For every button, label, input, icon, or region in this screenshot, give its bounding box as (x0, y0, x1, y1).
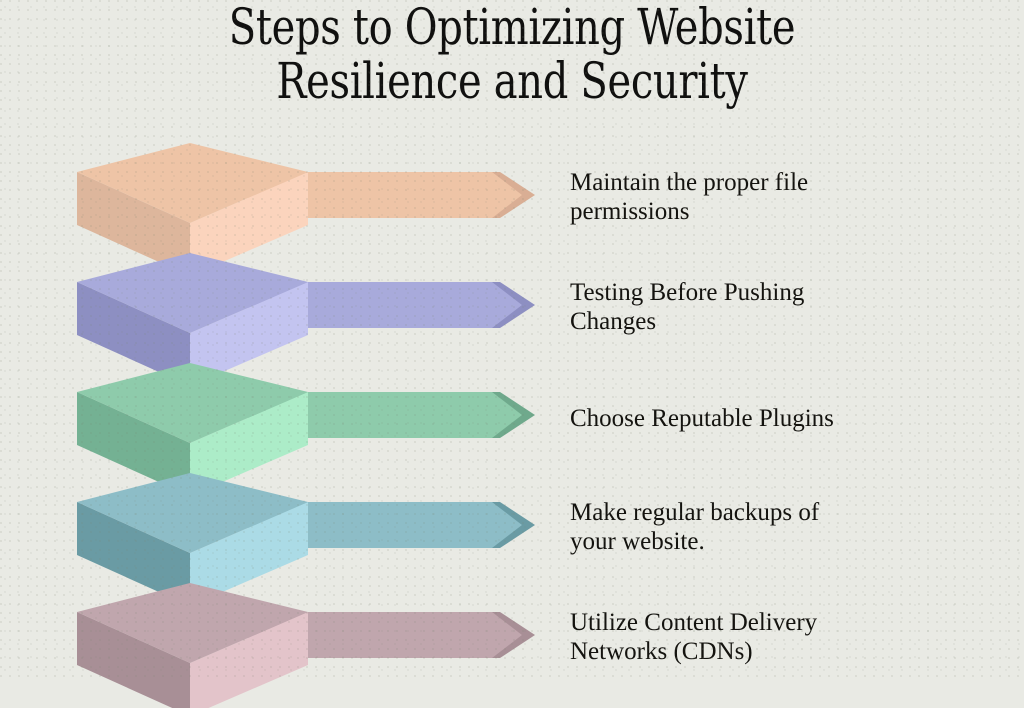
step-arrow-graphic (60, 578, 560, 708)
step-label-line-2: Networks (CDNs) (570, 638, 753, 665)
block-left-face (77, 172, 190, 276)
step-arrow-graphic (60, 468, 560, 606)
arrow-bar (248, 282, 522, 328)
step-label-line-1: Maintain the proper file (570, 169, 809, 196)
block-right-face (190, 282, 308, 386)
step-arrow-graphic (60, 248, 560, 386)
step-label-line-1: Testing Before Pushing (570, 279, 805, 306)
block-left-face (77, 392, 190, 496)
block-top-face (77, 143, 308, 223)
step-label-line-1: Make regular backups of (570, 499, 820, 526)
step-label-line-2: your website. (570, 528, 705, 555)
block-top-face (77, 583, 308, 663)
block-top-face (77, 363, 308, 443)
step-row[interactable]: Choose Reputable Plugins (0, 358, 1024, 496)
arrow-bar (248, 392, 522, 438)
step-label-line-2: permissions (570, 198, 690, 225)
block-right-face (190, 172, 308, 276)
page-title: Steps to Optimizing Website Resilience a… (0, 2, 1024, 106)
step-label-line-1: Utilize Content Delivery (570, 609, 818, 636)
step-label-line-2: Changes (570, 308, 657, 335)
block-right-face (190, 392, 308, 496)
arrow-bar (248, 172, 522, 218)
arrow-bar (248, 612, 522, 658)
step-label: Choose Reputable Plugins (570, 404, 990, 433)
step-arrow-graphic (60, 358, 560, 496)
step-label-line-1: Choose Reputable Plugins (570, 405, 834, 432)
page-title-line-2: Resilience and Security (276, 52, 748, 110)
block-right-face (190, 502, 308, 606)
block-top-face (77, 473, 308, 553)
block-left-face (77, 502, 190, 606)
arrow-bar (248, 502, 522, 548)
step-arrow-graphic (60, 138, 560, 276)
page-title-line-1: Steps to Optimizing Website (228, 0, 796, 56)
block-left-face (77, 282, 190, 386)
block-top-face (77, 253, 308, 333)
